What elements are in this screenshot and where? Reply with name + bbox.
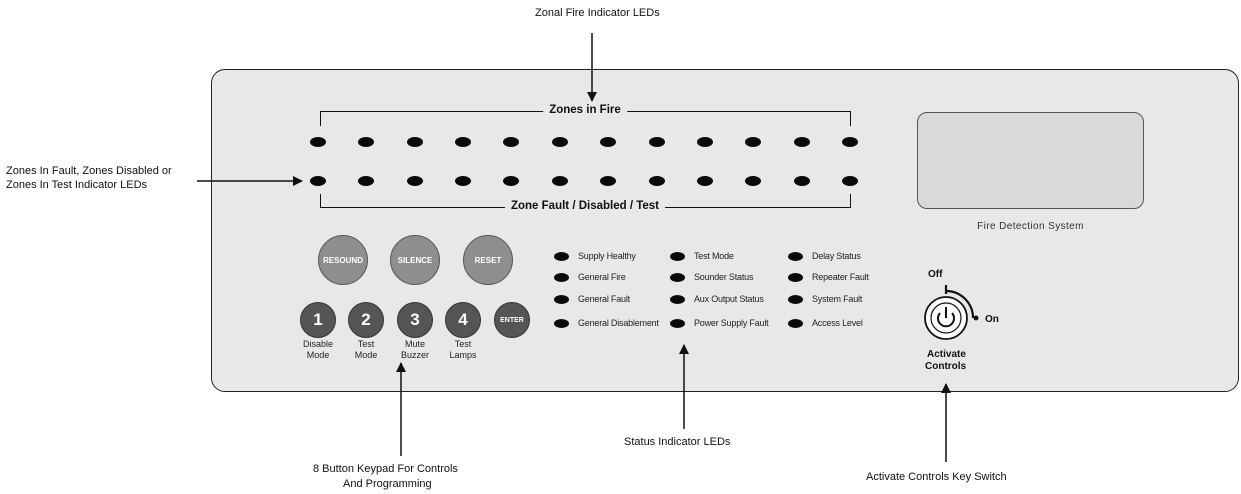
status-led-label: Supply Healthy xyxy=(578,251,636,261)
callout-keypad-line1: 8 Button Keypad For Controls xyxy=(313,463,458,475)
enter-button[interactable]: ENTER xyxy=(494,302,530,338)
key-switch-caption-line1: Activate xyxy=(927,349,966,360)
status-led-indicator xyxy=(554,272,569,282)
status-led-system-fault: System Fault xyxy=(788,294,862,304)
status-led-label: Aux Output Status xyxy=(694,294,764,304)
zone-fire-led xyxy=(649,137,665,147)
status-led-label: Access Level xyxy=(812,318,863,328)
zone-fire-led xyxy=(697,137,713,147)
key-switch-caption-line2: Controls xyxy=(925,361,967,372)
zone-fault-led xyxy=(600,176,616,186)
status-led-indicator xyxy=(788,294,803,304)
zone-fault-led xyxy=(697,176,713,186)
status-led-label: Repeater Fault xyxy=(812,272,869,282)
zone-fire-led xyxy=(310,137,326,147)
zone-fire-led xyxy=(842,137,858,147)
mute-buzzer-button[interactable]: 3 xyxy=(397,302,433,338)
status-led-indicator xyxy=(670,318,685,328)
disable-mode-button[interactable]: 1 xyxy=(300,302,336,338)
status-led-indicator xyxy=(554,318,569,328)
key-switch-off-label: Off xyxy=(928,269,943,280)
status-led-indicator xyxy=(788,251,803,261)
zone-fire-led xyxy=(358,137,374,147)
system-name-label: Fire Detection System xyxy=(977,221,1084,232)
status-led-test-mode: Test Mode xyxy=(670,251,734,261)
zone-fault-led xyxy=(310,176,326,186)
key-switch-on-dot xyxy=(973,315,979,321)
zone-fire-led xyxy=(600,137,616,147)
zone-fire-led xyxy=(503,137,519,147)
status-led-label: General Fault xyxy=(578,294,630,304)
status-led-indicator xyxy=(670,272,685,282)
callout-key-switch: Activate Controls Key Switch xyxy=(866,471,1007,483)
test-lamps-button[interactable]: 4 xyxy=(445,302,481,338)
status-led-access-level: Access Level xyxy=(788,318,863,328)
callout-zone-fault-leds-line2: Zones In Test Indicator LEDs xyxy=(6,179,148,191)
callout-zonal-fire-leds: Zonal Fire Indicator LEDs xyxy=(535,7,660,19)
zone-fire-led xyxy=(745,137,761,147)
status-led-general-fire: General Fire xyxy=(554,272,626,282)
disable-mode-label-line2: Mode xyxy=(306,350,330,360)
status-led-label: System Fault xyxy=(812,294,863,304)
key-switch-power-icon xyxy=(937,312,955,328)
status-led-supply-healthy: Supply Healthy xyxy=(554,251,636,261)
callout-status-leds: Status Indicator LEDs xyxy=(624,436,731,448)
status-led-label: Sounder Status xyxy=(694,272,754,282)
resound-button[interactable]: RESOUND xyxy=(318,235,368,285)
status-led-indicator xyxy=(670,294,685,304)
callout-zone-fault-leds-line1: Zones In Fault, Zones Disabled or xyxy=(6,165,172,177)
zone-fault-caption: Zone Fault / Disabled / Test xyxy=(504,200,666,212)
key-switch-on-label: On xyxy=(985,314,999,325)
test-mode-button[interactable]: 2 xyxy=(348,302,384,338)
mute-buzzer-label-line2: Buzzer xyxy=(400,350,429,360)
status-led-label: General Disablement xyxy=(578,318,659,328)
status-led-label: Delay Status xyxy=(812,251,861,261)
status-led-sounder-status: Sounder Status xyxy=(670,272,753,282)
key-switch-arc xyxy=(945,289,975,319)
zone-fault-led xyxy=(794,176,810,186)
silence-button[interactable]: SILENCE xyxy=(390,235,440,285)
zone-fault-led xyxy=(455,176,471,186)
callout-keypad-line2: And Programming xyxy=(343,478,432,490)
status-led-power-supply-fault: Power Supply Fault xyxy=(670,318,769,328)
zones-in-fire-caption: Zones in Fire xyxy=(543,104,627,116)
zone-fault-led xyxy=(503,176,519,186)
test-lamps-label-line2: Lamps xyxy=(449,350,477,360)
zone-fault-led xyxy=(407,176,423,186)
test-lamps-label-line1: Test xyxy=(454,339,472,349)
key-switch[interactable] xyxy=(924,285,979,340)
status-led-indicator xyxy=(554,294,569,304)
test-mode-label-line1: Test xyxy=(357,339,375,349)
zone-fire-led xyxy=(552,137,568,147)
zone-fault-led xyxy=(358,176,374,186)
mute-buzzer-label-line1: Mute xyxy=(404,339,425,349)
disable-mode-label-line1: Disable xyxy=(302,339,333,349)
zone-fire-led xyxy=(794,137,810,147)
test-mode-label-line2: Mode xyxy=(354,350,378,360)
status-led-label: Test Mode xyxy=(694,251,734,261)
status-led-label: Power Supply Fault xyxy=(694,318,769,328)
status-led-label: General Fire xyxy=(578,272,626,282)
zone-fire-led xyxy=(455,137,471,147)
status-led-general-fault: General Fault xyxy=(554,294,630,304)
status-led-indicator xyxy=(788,272,803,282)
status-led-indicator xyxy=(670,251,685,261)
zone-fault-led xyxy=(842,176,858,186)
lcd-display xyxy=(917,112,1144,209)
reset-button[interactable]: RESET xyxy=(463,235,513,285)
zone-fault-led xyxy=(649,176,665,186)
status-led-aux-output-status: Aux Output Status xyxy=(670,294,764,304)
status-led-general-disablement: General Disablement xyxy=(554,318,659,328)
zone-fault-led xyxy=(552,176,568,186)
status-led-indicator xyxy=(788,318,803,328)
zone-fault-led xyxy=(745,176,761,186)
status-led-delay-status: Delay Status xyxy=(788,251,861,261)
zone-fire-led xyxy=(407,137,423,147)
status-led-repeater-fault: Repeater Fault xyxy=(788,272,869,282)
status-led-indicator xyxy=(554,251,569,261)
